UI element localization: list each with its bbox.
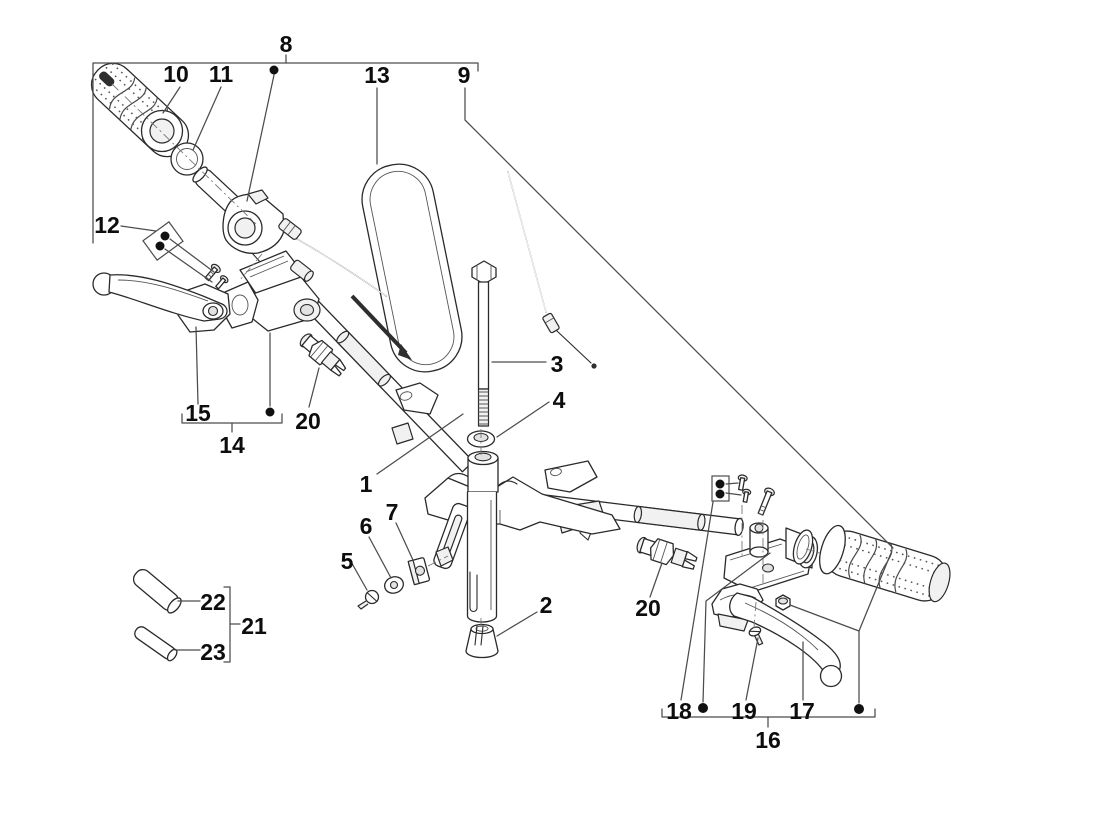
cable-inner-wire	[350, 294, 412, 360]
ref-dot	[160, 231, 170, 241]
ref-dot	[269, 65, 279, 75]
cable-loop	[361, 163, 463, 373]
part-label-16: 16	[755, 727, 781, 753]
brake-switch-right	[636, 536, 698, 570]
part-label-11: 11	[209, 61, 234, 87]
part-label-8: 8	[280, 31, 293, 57]
left-grip	[90, 62, 190, 158]
throttle-housing	[222, 189, 302, 264]
part-label-17: 17	[789, 698, 815, 724]
part-label-5: 5	[341, 548, 354, 574]
part-label-3: 3	[551, 351, 564, 377]
part-label-20-right: 20	[635, 595, 661, 621]
washer	[466, 430, 496, 448]
brake-lever-right	[729, 592, 843, 688]
washer-small	[384, 576, 404, 594]
ref-dot	[715, 489, 725, 499]
part-label-23: 23	[200, 639, 226, 665]
throttle-cable-upper	[296, 238, 387, 297]
throttle-cable	[507, 171, 597, 369]
part-label-9: 9	[458, 62, 471, 88]
spacer-small	[134, 626, 178, 662]
clip-nut	[407, 557, 431, 586]
handlebar-left-arm	[305, 298, 474, 473]
brake-switch-left	[299, 333, 347, 377]
spacer-large	[132, 569, 182, 614]
part-label-4: 4	[553, 387, 566, 413]
part-label-6: 6	[360, 513, 373, 539]
ref-dot	[854, 704, 864, 714]
right-grip	[792, 524, 951, 603]
part-label-2: 2	[540, 592, 553, 618]
centerlines	[111, 83, 824, 629]
screw-small	[357, 589, 380, 610]
part-label-12: 12	[94, 212, 120, 238]
part-label-14: 14	[219, 432, 245, 458]
part-label-19: 19	[731, 698, 757, 724]
part-label-15: 15	[185, 400, 211, 426]
master-cylinder	[221, 250, 321, 332]
ref-dot	[155, 241, 165, 251]
part-label-1: 1	[360, 471, 373, 497]
leader-lines	[92, 54, 894, 728]
ref-dot	[698, 703, 708, 713]
part-label-7: 7	[386, 499, 399, 525]
throttle-ring	[170, 142, 204, 176]
cone-expander	[465, 623, 499, 659]
steering-stem	[466, 491, 498, 623]
part-label-18: 18	[666, 698, 692, 724]
part-label-13: 13	[364, 62, 390, 88]
part-label-22: 22	[200, 589, 226, 615]
brake-lever-left	[92, 272, 228, 322]
hex-bolt	[471, 260, 497, 427]
clamp-screws-left	[204, 263, 229, 290]
part-label-20-left: 20	[295, 408, 321, 434]
ref-dot	[715, 479, 725, 489]
part-label-21: 21	[241, 613, 267, 639]
ref-dot	[265, 407, 275, 417]
reference-dots	[155, 65, 864, 714]
part-labels: 8 10 11 13 9 12 15 14 20 1 3 4 7 6 5 2 2…	[94, 31, 815, 753]
part-label-10: 10	[163, 61, 189, 87]
